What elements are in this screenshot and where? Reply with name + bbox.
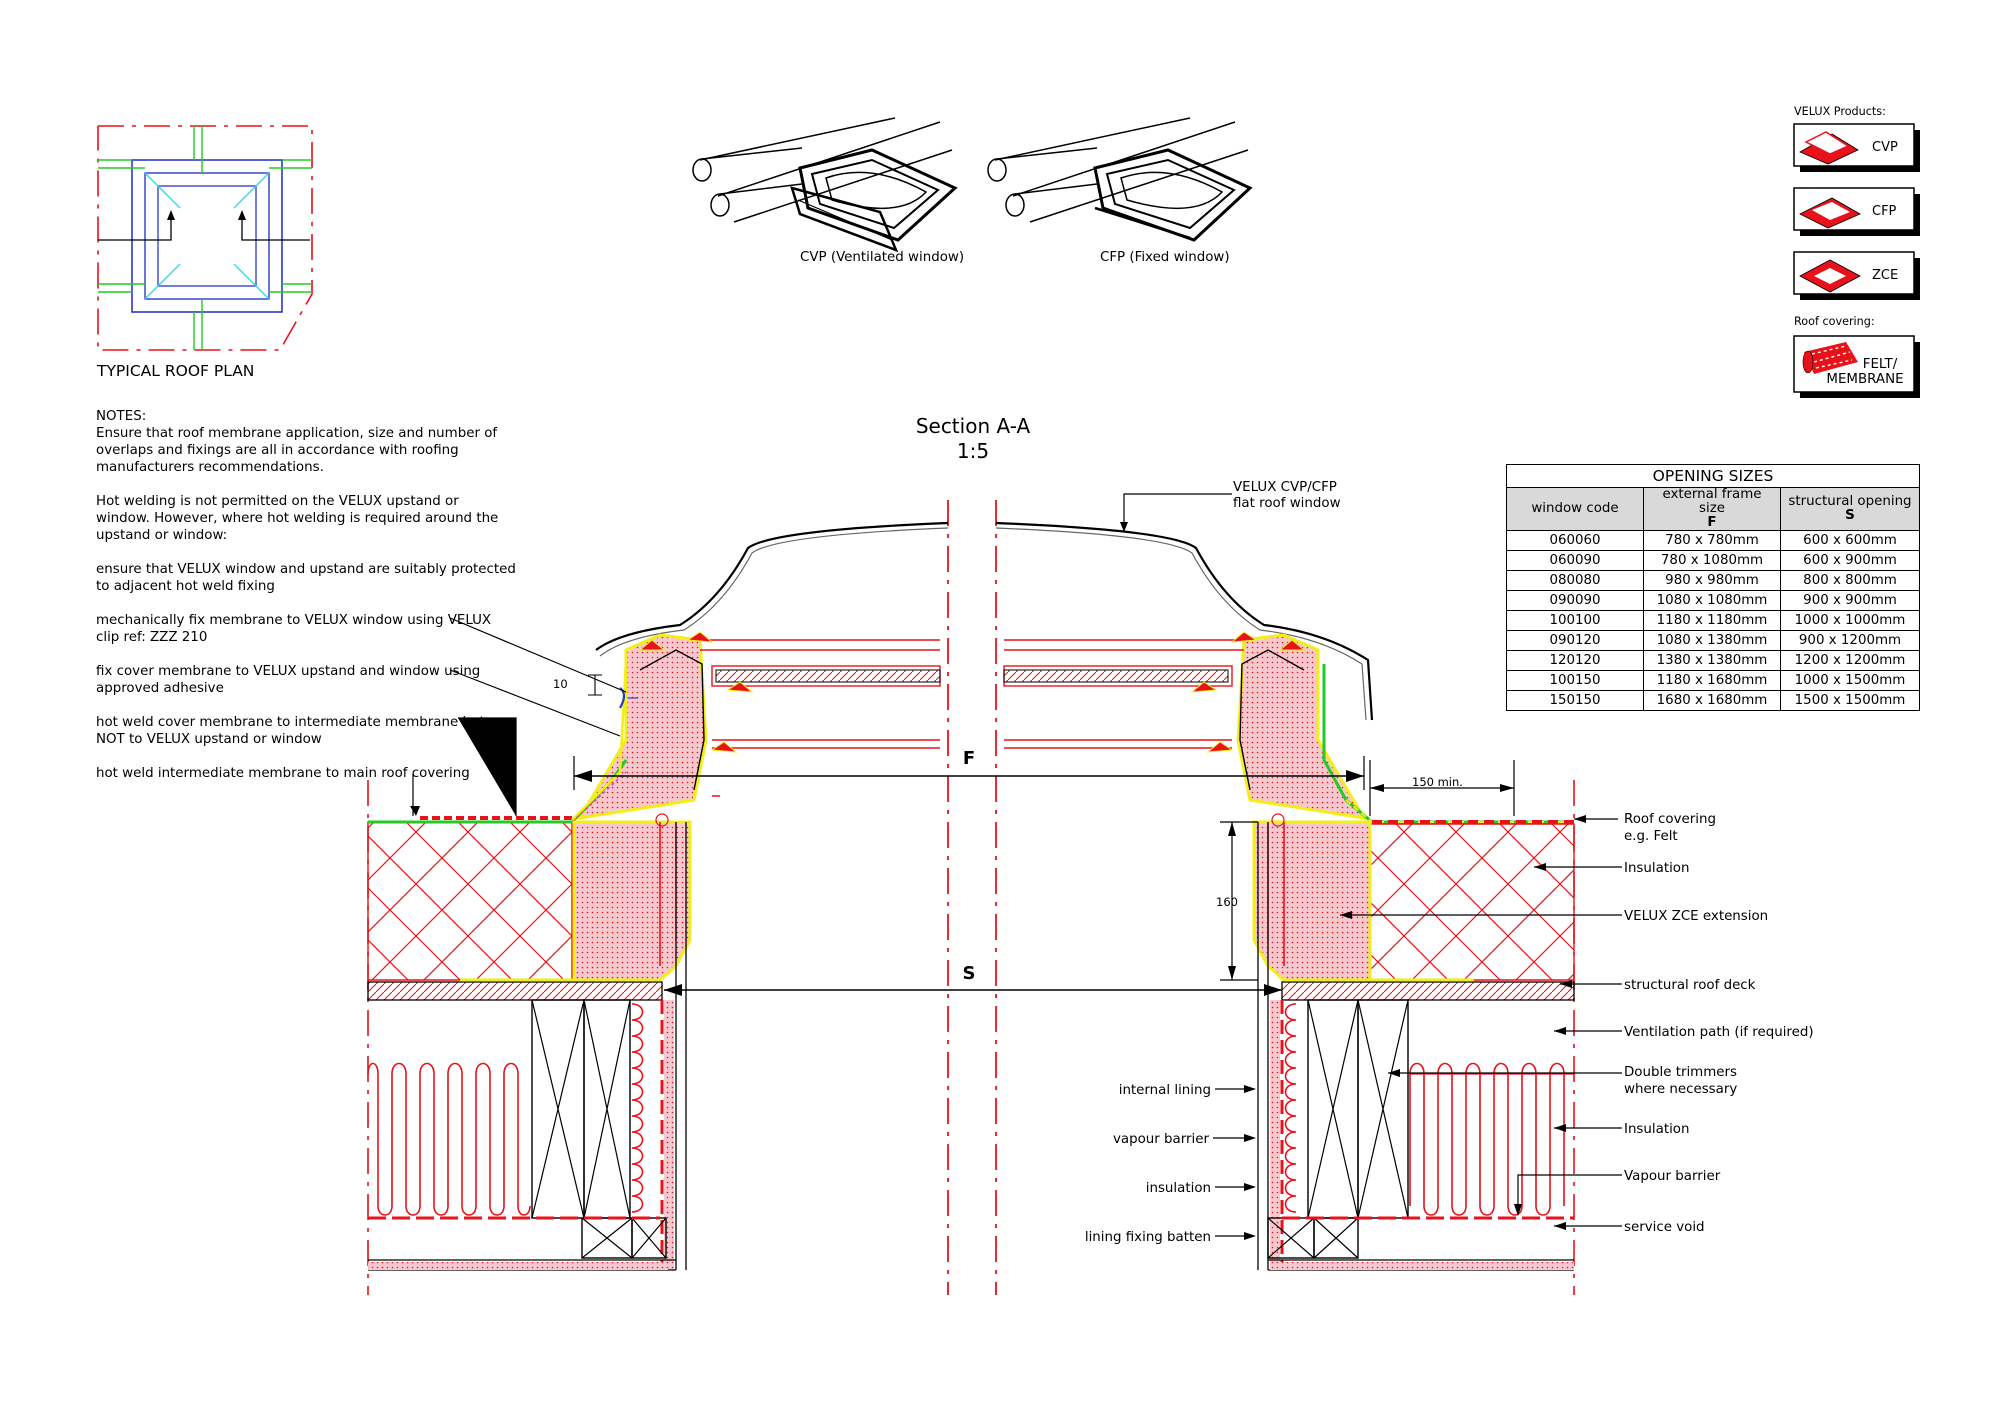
label-roof-covering-1: Roof covering xyxy=(1624,812,1716,827)
roof-plan-title: TYPICAL ROOF PLAN xyxy=(96,362,254,380)
label-trimmers-1: Double trimmers xyxy=(1624,1065,1737,1080)
legend-felt: FELT/ MEMBRANE xyxy=(1793,335,1920,398)
header-window-code: window code xyxy=(1506,487,1644,531)
label-roof-covering-2: e.g. Felt xyxy=(1624,829,1678,844)
legend-product-0: CVP xyxy=(1872,140,1898,155)
label-insulation-left: insulation xyxy=(1146,1181,1211,1196)
opening-sizes-title: OPENING SIZES xyxy=(1506,464,1920,488)
cvp-window-sketch xyxy=(692,117,958,253)
legend-cfp: CFP xyxy=(1793,187,1920,236)
note-6: hot weld cover membrane to intermediate … xyxy=(96,715,485,747)
cell-frame-size: 1080 x 1380mm xyxy=(1643,630,1781,651)
label-window-2: flat roof window xyxy=(1233,496,1341,511)
dimension-160: 160 xyxy=(1216,895,1238,909)
roof-plan: TYPICAL ROOF PLAN xyxy=(96,125,313,380)
label-window-1: VELUX CVP/CFP xyxy=(1233,480,1337,495)
cell-frame-size: 780 x 1080mm xyxy=(1643,550,1781,571)
legend-cvp: CVP xyxy=(1793,123,1920,172)
dimension-f: F xyxy=(963,748,975,769)
cfp-window-sketch xyxy=(987,117,1253,242)
note-2: Hot welding is not permitted on the VELU… xyxy=(96,494,499,543)
cell-structural-opening: 900 x 1200mm xyxy=(1780,630,1920,651)
cell-window-code: 080080 xyxy=(1506,570,1644,591)
legend-products-heading: VELUX Products: xyxy=(1794,105,1886,118)
dimension-10: 10 xyxy=(553,677,568,691)
legend-product-1: CFP xyxy=(1872,204,1897,219)
dimension-150: 150 min. xyxy=(1412,775,1463,789)
legend-product-2: ZCE xyxy=(1872,268,1898,283)
label-zce: VELUX ZCE extension xyxy=(1624,909,1768,924)
cell-frame-size: 1380 x 1380mm xyxy=(1643,650,1781,671)
felt-icon xyxy=(1804,342,1858,374)
label-insulation-bottom: Insulation xyxy=(1624,1122,1689,1137)
cell-structural-opening: 800 x 800mm xyxy=(1780,570,1920,591)
cvp-caption: CVP (Ventilated window) xyxy=(800,250,964,265)
cell-frame-size: 1180 x 1180mm xyxy=(1643,610,1781,631)
label-deck: structural roof deck xyxy=(1624,978,1756,993)
legend-covering-line1: FELT/ xyxy=(1863,357,1898,372)
section-scale: 1:5 xyxy=(957,439,989,463)
cell-frame-size: 1080 x 1080mm xyxy=(1643,590,1781,611)
note-7: hot weld intermediate membrane to main r… xyxy=(96,766,470,781)
dimension-s: S xyxy=(963,963,976,984)
cfp-caption: CFP (Fixed window) xyxy=(1100,250,1230,265)
cell-structural-opening: 900 x 900mm xyxy=(1780,590,1920,611)
section-drawing xyxy=(367,493,1622,1295)
legend-zce: ZCE xyxy=(1793,251,1920,300)
legend-covering-line2: MEMBRANE xyxy=(1826,372,1903,387)
cell-frame-size: 980 x 980mm xyxy=(1643,570,1781,591)
cell-structural-opening: 600 x 900mm xyxy=(1780,550,1920,571)
opening-sizes-table: OPENING SIZES window code external frame… xyxy=(1506,464,1920,711)
cell-frame-size: 780 x 780mm xyxy=(1643,530,1781,551)
label-vapour-barrier-right: Vapour barrier xyxy=(1624,1169,1721,1184)
cell-window-code: 100100 xyxy=(1506,610,1644,631)
cell-window-code: 060090 xyxy=(1506,550,1644,571)
cell-structural-opening: 1000 x 1500mm xyxy=(1780,670,1920,691)
cell-window-code: 060060 xyxy=(1506,530,1644,551)
legend-covering-heading: Roof covering: xyxy=(1794,315,1875,328)
note-4: mechanically fix membrane to VELUX windo… xyxy=(96,613,492,645)
cell-window-code: 120120 xyxy=(1506,650,1644,671)
label-trimmers-2: where necessary xyxy=(1624,1082,1737,1097)
note-3: ensure that VELUX window and upstand are… xyxy=(96,562,516,594)
label-vapour-barrier-left: vapour barrier xyxy=(1113,1132,1210,1147)
cell-window-code: 100150 xyxy=(1506,670,1644,691)
note-1: Ensure that roof membrane application, s… xyxy=(96,426,498,475)
legend: VELUX Products: CVP CFP ZCE Roof coverin… xyxy=(1793,105,1920,398)
cell-structural-opening: 600 x 600mm xyxy=(1780,530,1920,551)
note-5: fix cover membrane to VELUX upstand and … xyxy=(96,664,481,696)
cell-structural-opening: 1500 x 1500mm xyxy=(1780,690,1920,711)
cell-window-code: 150150 xyxy=(1506,690,1644,711)
cell-structural-opening: 1200 x 1200mm xyxy=(1780,650,1920,671)
notes: NOTES: Ensure that roof membrane applica… xyxy=(96,408,516,799)
label-service-void: service void xyxy=(1624,1220,1705,1235)
label-ventilation: Ventilation path (if required) xyxy=(1624,1025,1814,1040)
notes-heading: NOTES: xyxy=(96,409,147,424)
label-insulation-top: Insulation xyxy=(1624,861,1689,876)
cell-structural-opening: 1000 x 1000mm xyxy=(1780,610,1920,631)
label-batten: lining fixing batten xyxy=(1085,1230,1211,1245)
cell-window-code: 090090 xyxy=(1506,590,1644,611)
label-internal-lining: internal lining xyxy=(1119,1083,1211,1098)
section-title: Section A-A xyxy=(916,414,1031,438)
cell-frame-size: 1680 x 1680mm xyxy=(1643,690,1781,711)
cell-window-code: 090120 xyxy=(1506,630,1644,651)
cell-frame-size: 1180 x 1680mm xyxy=(1643,670,1781,691)
